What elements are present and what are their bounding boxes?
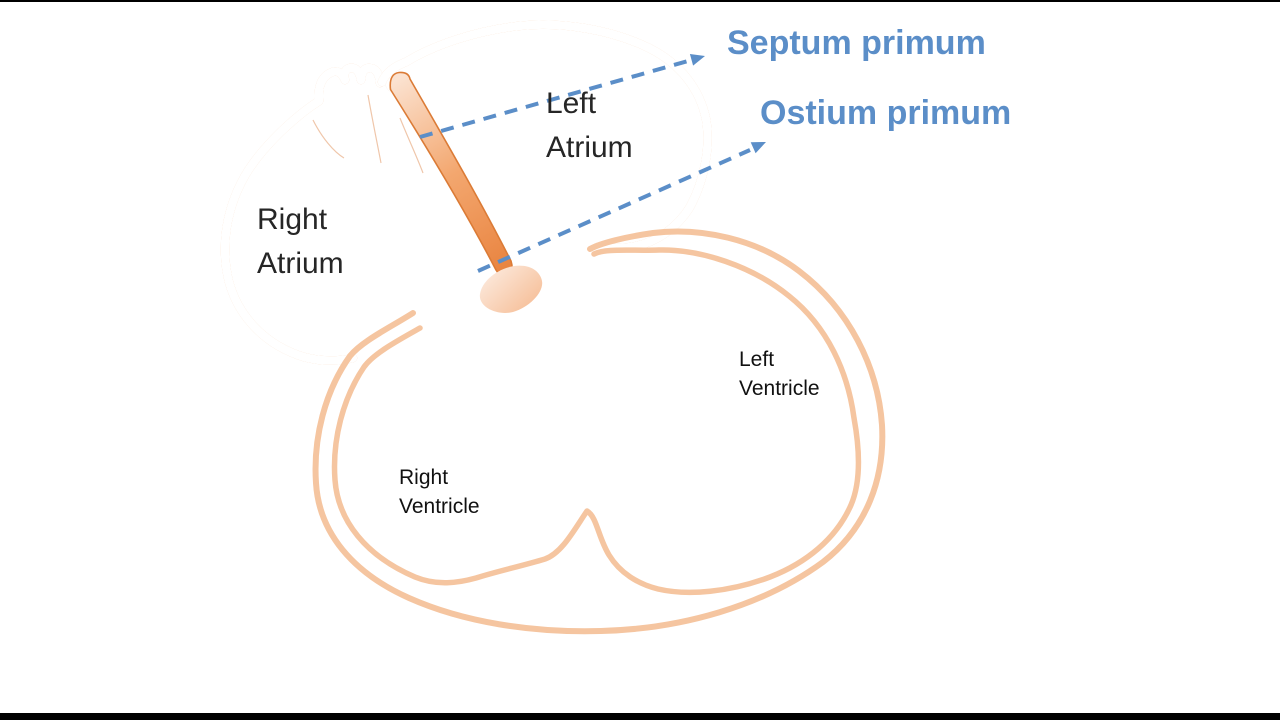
callout-arrowheads: [689, 54, 766, 154]
left-atrium-label: Left Atrium: [546, 82, 633, 169]
right-atrium-label: Right Atrium: [257, 198, 344, 285]
right-ventricle-label-line1: Right: [399, 466, 449, 489]
callout-arrows: [419, 59, 751, 273]
ostium-primum-arrow-line: [477, 148, 751, 273]
ventricle-inner-line: [331, 247, 862, 596]
ventricle-outline: [312, 228, 886, 635]
septum-primum-shape: [389, 71, 513, 279]
left-ventricle-label-line2: Ventricle: [739, 376, 820, 400]
septum-primum-arrowhead-icon: [689, 54, 705, 66]
left-ventricle-label-line1: Left: [739, 348, 775, 371]
right-atrium-label-line1: Right: [257, 203, 328, 236]
right-ventricle-label-line2: Ventricle: [399, 494, 480, 518]
ostium-primum-arrowhead-icon: [750, 142, 766, 154]
letterbox-bar-top: [0, 0, 1280, 2]
letterbox-bar-bottom: [0, 713, 1280, 720]
septum-primum-label: Septum primum: [727, 24, 986, 62]
ventricle-outer-line: [312, 228, 886, 635]
atrium-sketch-lines: [312, 94, 424, 174]
ostium-primum-label: Ostium primum: [760, 94, 1012, 132]
left-ventricle-label: Left Ventricle: [739, 346, 820, 404]
endocardial-cushion-shape: [479, 265, 543, 313]
right-ventricle-label: Right Ventricle: [399, 464, 480, 522]
left-atrium-label-line1: Left: [546, 87, 597, 120]
right-atrium-label-line2: Atrium: [257, 246, 344, 280]
left-atrium-label-line2: Atrium: [546, 130, 633, 164]
septum-primum-arrow-line: [419, 59, 689, 139]
